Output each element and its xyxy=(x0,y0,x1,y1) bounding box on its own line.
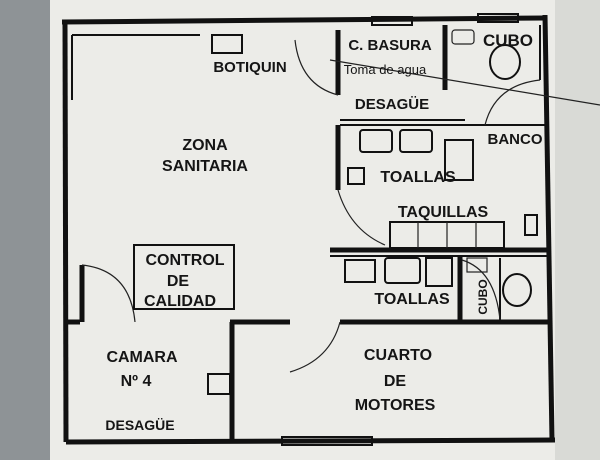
fixtures xyxy=(133,13,600,446)
label-de: DE xyxy=(167,273,190,290)
shower-tray xyxy=(425,257,453,287)
label-sanitaria: SANITARIA xyxy=(162,158,248,175)
control-booth xyxy=(133,244,235,310)
pointer-line xyxy=(329,59,600,106)
label-taquillas: TAQUILLAS xyxy=(398,204,489,221)
camera-unit xyxy=(207,373,231,395)
toilet-icon xyxy=(489,44,521,80)
towel-holder xyxy=(344,259,376,283)
label-botiquin: BOTIQUIN xyxy=(213,59,286,76)
sink-icon xyxy=(384,257,421,284)
label-cubo-vertical: CUBO xyxy=(476,279,490,314)
label-camara: CAMARA xyxy=(106,349,178,366)
label-de-motores: DE xyxy=(384,373,407,390)
wall-fixture xyxy=(524,214,538,236)
paper xyxy=(50,0,570,460)
cistern xyxy=(451,29,475,45)
interior-walls xyxy=(68,25,548,440)
sink-icon xyxy=(359,129,393,153)
labels: BOTIQUIN ZONA SANITARIA C. BASURA Toma d… xyxy=(105,31,542,433)
toilet-icon xyxy=(502,273,532,307)
label-zona: ZONA xyxy=(182,137,228,154)
outer-walls xyxy=(61,14,556,445)
label-desague-top: DESAGÜE xyxy=(355,96,429,113)
label-cubo-top: CUBO xyxy=(483,31,533,50)
label-motores: MOTORES xyxy=(355,397,436,414)
label-toma-de-agua: Toma de agua xyxy=(344,62,427,77)
window xyxy=(371,16,413,26)
label-control: CONTROL xyxy=(145,252,224,269)
label-camara-number: Nº 4 xyxy=(121,373,152,390)
bin xyxy=(466,257,488,273)
label-toallas-top: TOALLAS xyxy=(380,169,456,186)
label-toallas-bottom: TOALLAS xyxy=(374,291,450,308)
sink-icon xyxy=(399,129,433,153)
label-desague-bottom: DESAGÜE xyxy=(105,417,174,433)
label-banco: BANCO xyxy=(488,131,543,148)
label-calidad: CALIDAD xyxy=(144,293,216,310)
botiquin-cabinet xyxy=(211,34,243,54)
window xyxy=(281,436,373,446)
label-c-basura: C. BASURA xyxy=(348,37,432,54)
paper-edge xyxy=(555,0,600,460)
label-cuarto: CUARTO xyxy=(364,347,432,364)
doors xyxy=(81,39,541,373)
shower-tray xyxy=(444,139,474,181)
window xyxy=(477,13,519,23)
towel-holder xyxy=(347,167,365,185)
